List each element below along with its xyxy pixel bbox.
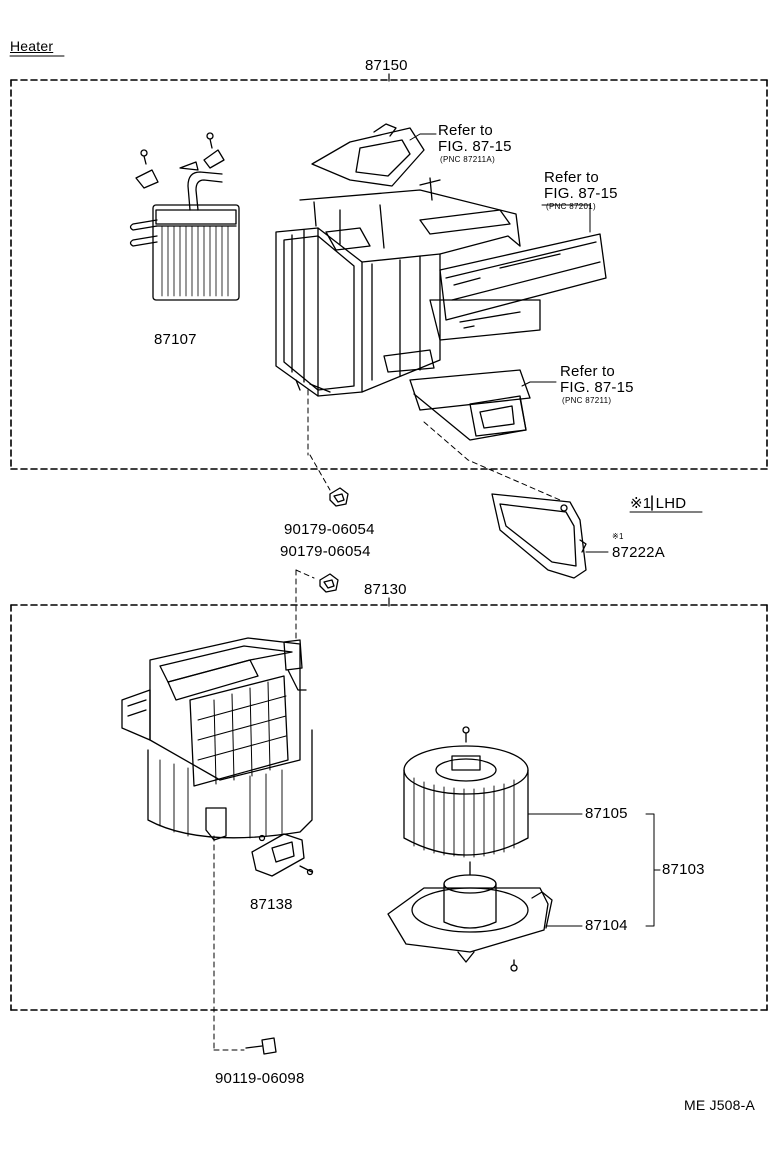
ref1-line2: FIG. 87-15 [438,138,512,155]
fan-drawing [403,726,583,858]
radiator-drawing [129,132,240,301]
part-87104: 87104 [585,917,628,934]
resistor-drawing [251,833,314,877]
ref2-pnc: (PNC 87201) [546,202,596,211]
ref3-line1: Refer to [560,363,615,380]
part-87107: 87107 [154,331,197,348]
motor-drawing [387,861,583,972]
part-clip-upper: 90179-06054 [284,521,375,538]
clip-lower-drawing [295,569,339,641]
part-87222a: 87222A [612,544,665,561]
lhd-note: ※1 LHD [630,495,687,512]
heater-unit-label: 87150 [365,57,408,74]
part-87103: 87103 [662,861,705,878]
ref2-line2: FIG. 87-15 [544,185,618,202]
ref3-pnc: (PNC 87211) [562,396,612,405]
part-87105: 87105 [585,805,628,822]
heater-unit-frame [10,79,768,470]
figure-code: ME J508-A [684,1097,756,1113]
part-87138: 87138 [250,896,293,913]
part-90119: 90119-06098 [215,1070,305,1087]
ref1-line1: Refer to [438,122,493,139]
ref1-pnc: (PNC 87211A) [440,155,496,164]
upper-leaders [307,133,591,501]
duct-note: ※1 [612,532,624,541]
blower-unit-label: 87130 [364,581,407,598]
duct-drawing [491,493,609,579]
blower-case-drawing [121,637,313,841]
assy-bracket [645,813,661,927]
heater-case-drawing [275,123,607,441]
page-title: Heater [10,38,54,54]
ref2-line1: Refer to [544,169,599,186]
blower-unit-frame [10,604,768,1011]
clip-upper-drawing [329,487,349,507]
ref3-line2: FIG. 87-15 [560,379,634,396]
part-clip-lower: 90179-06054 [280,543,371,560]
screw-drawing [213,835,277,1055]
